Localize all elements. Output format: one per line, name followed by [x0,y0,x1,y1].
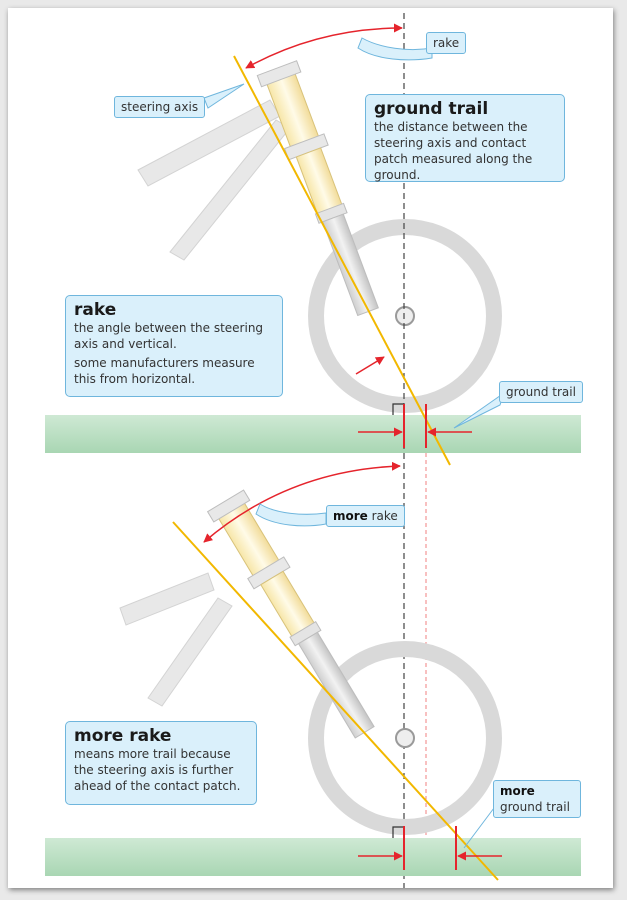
more-rake-info-box: more rake means more trail because the s… [65,721,257,805]
more-rake-callout: more rake [326,505,405,527]
more-ground-trail-callout-rest: ground trail [500,800,570,814]
rake-box-title: rake [74,300,117,320]
axle-top [395,306,415,326]
more-rake-box-text: means more trail because the steering ax… [74,747,241,793]
ground-trail-box-title: ground trail [374,99,489,119]
frame-bottom [119,572,233,707]
rake-box-text-2: some manufacturers measure this from hor… [74,356,255,386]
more-ground-trail-callout-bold: more [500,784,535,798]
rake-arc-arrow-top [245,23,403,69]
ground-trail-box-text: the distance between the steering axis a… [374,120,533,182]
frame-top [137,99,291,261]
ground-trail-callout-text: ground trail [506,385,576,399]
ground-trail-info-box: ground trail the distance between the st… [365,94,565,182]
more-rake-callout-tail [255,503,327,527]
rake-box-text-1: the angle between the steering axis and … [74,321,264,351]
rake-pointer-arrow [355,356,385,375]
more-rake-callout-rest: rake [367,509,398,523]
more-rake-box-title: more rake [74,726,172,746]
steering-axis-line-bottom [172,521,499,881]
steering-axis-callout-text: steering axis [121,100,199,114]
more-rake-callout-bold: more [333,509,368,523]
rake-info-box: rake the angle between the steering axis… [65,295,283,397]
steering-axis-line-top [233,55,451,466]
ground-strip-bottom [45,838,581,876]
axle-bottom [395,728,415,748]
right-angle-marker-bottom [392,826,404,838]
ground-trail-callout: ground trail [499,381,583,403]
more-rake-arc-arrow [203,461,401,543]
steering-axis-callout-tail [203,83,245,109]
rake-trail-diagram [45,13,581,888]
steering-axis-callout: steering axis [114,96,206,118]
top-panel [45,13,581,888]
more-ground-trail-callout: more ground trail [493,780,581,818]
rake-callout: rake [426,32,467,54]
right-angle-marker-top [392,403,404,415]
rake-callout-tail [357,37,433,61]
fork-bottom [206,489,375,739]
ground-strip-top [45,415,581,453]
diagram-page: rake steering axis ground trail the dist… [8,8,613,888]
rake-callout-text: rake [433,36,460,50]
bottom-panel [45,461,581,881]
